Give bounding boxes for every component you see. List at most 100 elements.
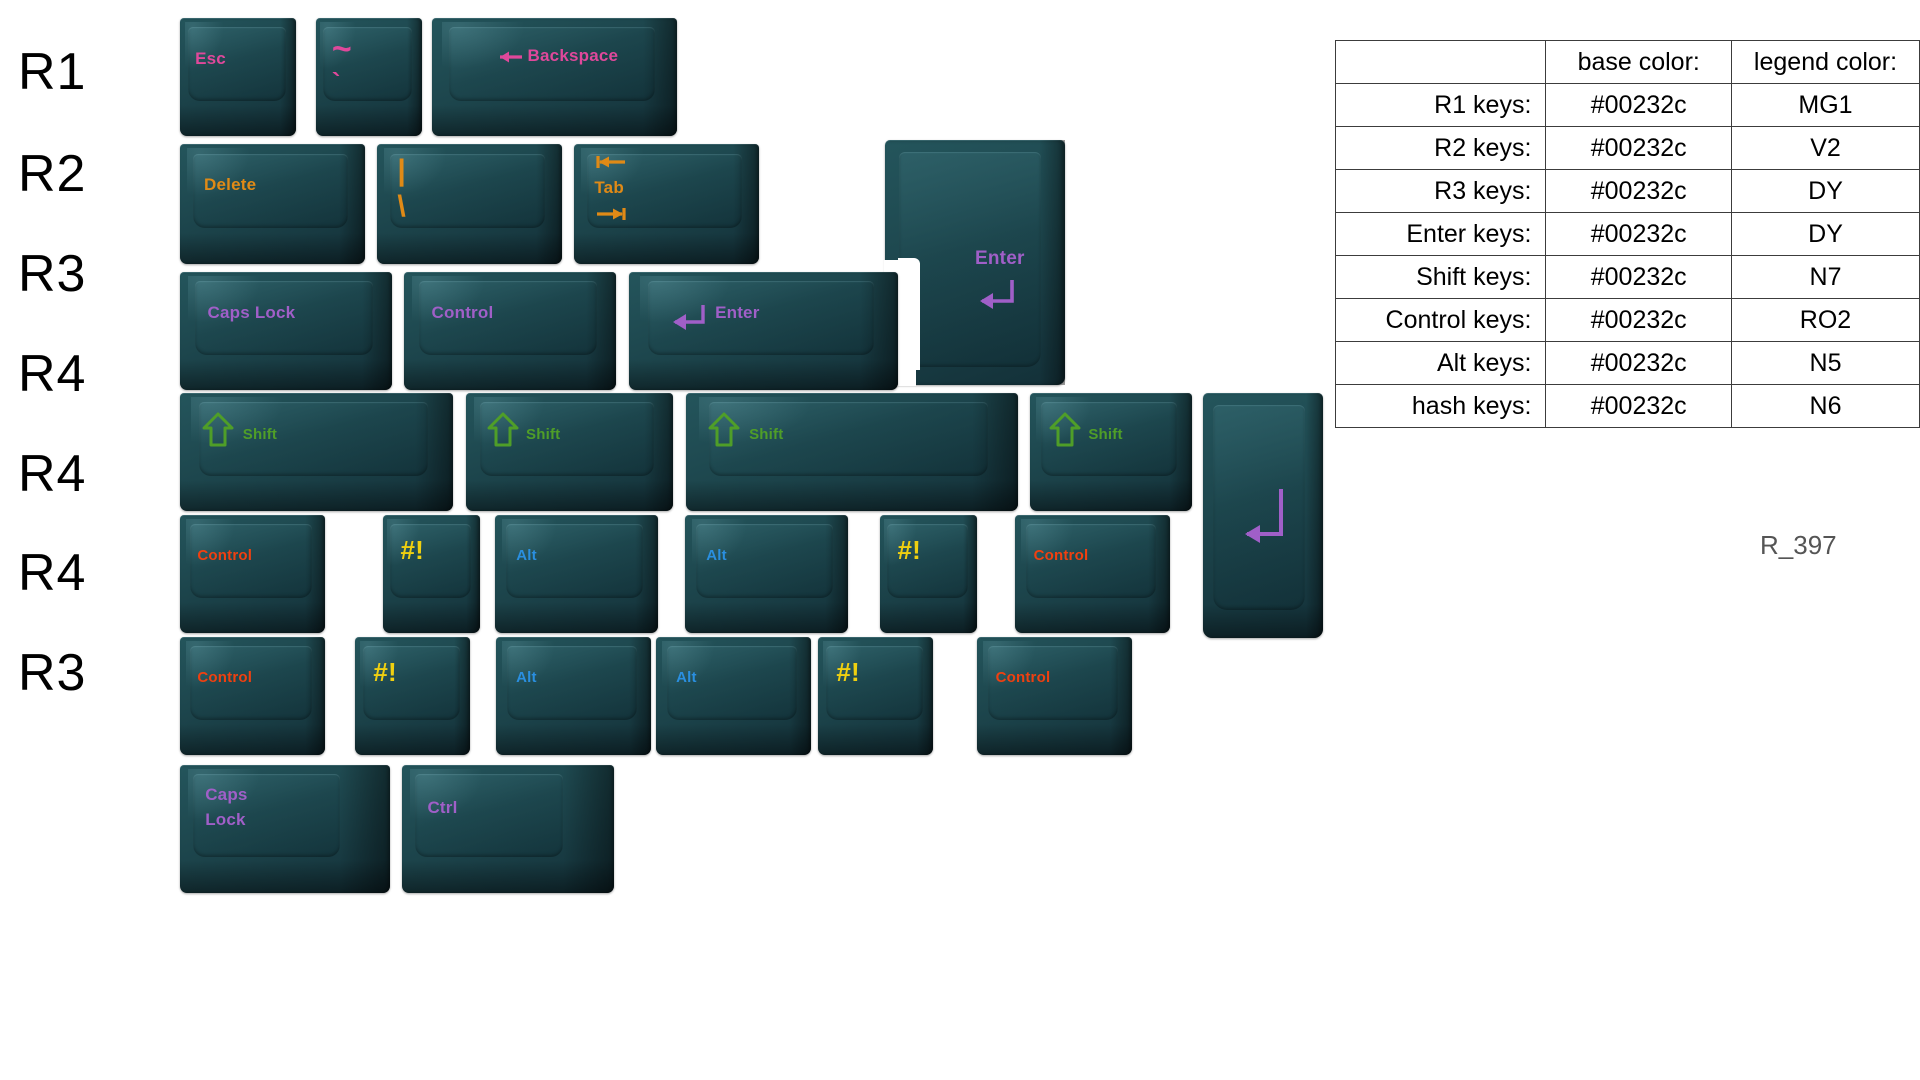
keycap-bevel-right — [339, 144, 365, 264]
key-shift-4[interactable]: Shift — [1030, 393, 1192, 511]
keycap-top — [506, 524, 644, 598]
key-alt-left-r6[interactable]: Alt — [496, 637, 651, 755]
keycap-bevel-bottom — [180, 480, 453, 511]
key-enter-r3[interactable]: Enter — [629, 272, 898, 390]
keycap-bevel-right — [1169, 393, 1192, 511]
keycap-bevel-right — [586, 272, 616, 390]
keycap-bevel-bottom — [880, 602, 977, 633]
key-legend-tilde: ~ — [331, 29, 352, 68]
shift-arrow-up-icon — [202, 412, 234, 447]
key-legend-backslash: \ — [397, 189, 406, 223]
row-label-4: R4 — [18, 445, 87, 503]
keycap-bevel-right — [466, 515, 480, 633]
key-legend-tab: Tab — [594, 177, 624, 197]
keycap-glint — [187, 147, 251, 196]
keycap-bevel-right — [1306, 393, 1323, 638]
color-legend-table: base color: legend color: R1 keys:#00232… — [1334, 40, 1920, 428]
table-header-base-color: base color: — [1545, 40, 1733, 84]
table-cell-base-color: #00232c — [1545, 126, 1733, 170]
iso-enter-notch-inner — [898, 258, 920, 370]
keycap-bevel-bottom — [977, 724, 1132, 755]
keycap-bevel-right — [963, 515, 977, 633]
key-control-r3[interactable]: Control — [404, 272, 616, 390]
keycap-bevel-right — [414, 393, 453, 511]
key-shift-1[interactable]: Shift — [180, 393, 453, 511]
keycap-bevel-bottom — [180, 105, 296, 136]
keycap-bevel-bottom — [355, 724, 470, 755]
key-vertical-enter[interactable] — [1203, 393, 1323, 638]
key-control-left-r5[interactable]: Control — [180, 515, 325, 633]
key-hash-bang-1-r6[interactable]: #! — [355, 637, 470, 755]
key-legend-hashbang: #! — [836, 657, 860, 688]
row-label-5: R4 — [18, 544, 87, 602]
keycap-bevel-bottom — [686, 480, 1018, 511]
keycap-glint — [699, 396, 813, 444]
keycap-glint — [384, 147, 448, 196]
key-esc[interactable]: Esc — [180, 18, 296, 136]
key-control-left-r6[interactable]: Control — [180, 637, 325, 755]
table-cell-legend-color: RO2 — [1731, 298, 1920, 342]
table-header-row: base color: legend color: — [1334, 40, 1920, 84]
key-control-right-r5[interactable]: Control — [1015, 515, 1170, 633]
key-iso-enter[interactable]: Enter — [884, 140, 1065, 386]
keycap-glint — [185, 640, 236, 688]
keycap-bevel-bottom — [180, 724, 325, 755]
key-shift-3[interactable]: Shift — [686, 393, 1018, 511]
key-legend-control: Control — [1033, 546, 1089, 564]
keycap-bevel-right — [304, 637, 325, 755]
keycap-bevel-bottom — [1015, 602, 1170, 633]
key-alt-right-r6[interactable]: Alt — [656, 637, 811, 755]
keycap-top — [389, 524, 472, 598]
table-cell-base-color: #00232c — [1545, 384, 1733, 428]
table-cell-label: Control keys: — [1334, 298, 1547, 342]
keycap-bevel-bottom — [574, 232, 759, 264]
keycap-glint — [474, 396, 545, 444]
key-tab[interactable]: Tab — [574, 144, 759, 264]
table-cell-base-color: #00232c — [1545, 341, 1733, 385]
keycap-top — [1041, 402, 1178, 476]
table-cell-legend-color: V2 — [1731, 126, 1920, 170]
keycap-bevel-bottom — [656, 724, 811, 755]
key-legend-enter: Enter — [715, 302, 760, 322]
keycap-bevel-bottom — [316, 105, 422, 136]
keycap-bevel-bottom — [404, 359, 616, 390]
key-legend-control: Control — [197, 668, 253, 686]
keycap-bevel-right — [635, 515, 658, 633]
shift-arrow-up-icon — [708, 412, 740, 447]
row-label-2: R3 — [18, 245, 87, 303]
key-legend-grave: ` — [331, 66, 341, 97]
keycap-top — [709, 402, 989, 476]
key-legend-caps-line2: Lock — [205, 809, 246, 829]
key-control-right-r6[interactable]: Control — [977, 637, 1132, 755]
table-cell-base-color: #00232c — [1545, 298, 1733, 342]
key-alt-left-r5[interactable]: Alt — [495, 515, 658, 633]
table-head: base color: legend color: — [1334, 40, 1920, 84]
keycap-bevel-right — [644, 393, 673, 511]
keycap-top — [363, 646, 460, 720]
keycap-top — [414, 773, 564, 858]
key-caps-lock-r3-bottom[interactable]: Caps Lock — [180, 765, 390, 893]
key-hash-bang-1-r5[interactable]: #! — [383, 515, 480, 633]
key-ctrl-r3-bottom[interactable]: Ctrl — [402, 765, 614, 893]
key-caps-lock-r3[interactable]: Caps Lock — [180, 272, 392, 390]
key-legend-shift: Shift — [242, 426, 278, 444]
key-hash-bang-2-r5[interactable]: #! — [880, 515, 977, 633]
key-hash-bang-2-r6[interactable]: #! — [818, 637, 933, 755]
key-backspace[interactable]: Backspace — [432, 18, 677, 136]
keycap-bevel-right — [536, 144, 562, 264]
key-pipe-backslash[interactable]: | \ — [377, 144, 562, 264]
keycap-top — [418, 281, 597, 355]
table-cell-label: hash keys: — [1334, 384, 1547, 428]
table-cell-label: R1 keys: — [1334, 83, 1547, 127]
key-alt-right-r5[interactable]: Alt — [685, 515, 848, 633]
table-header-blank — [1334, 40, 1547, 84]
keycap-glint — [1036, 396, 1092, 444]
key-delete[interactable]: Delete — [180, 144, 365, 264]
keycap-top — [194, 281, 373, 355]
row-label-0: R1 — [18, 43, 87, 101]
key-grave-tilde[interactable]: ~ ` — [316, 18, 422, 136]
key-legend-shift: Shift — [1088, 426, 1123, 444]
key-shift-2[interactable]: Shift — [466, 393, 673, 511]
